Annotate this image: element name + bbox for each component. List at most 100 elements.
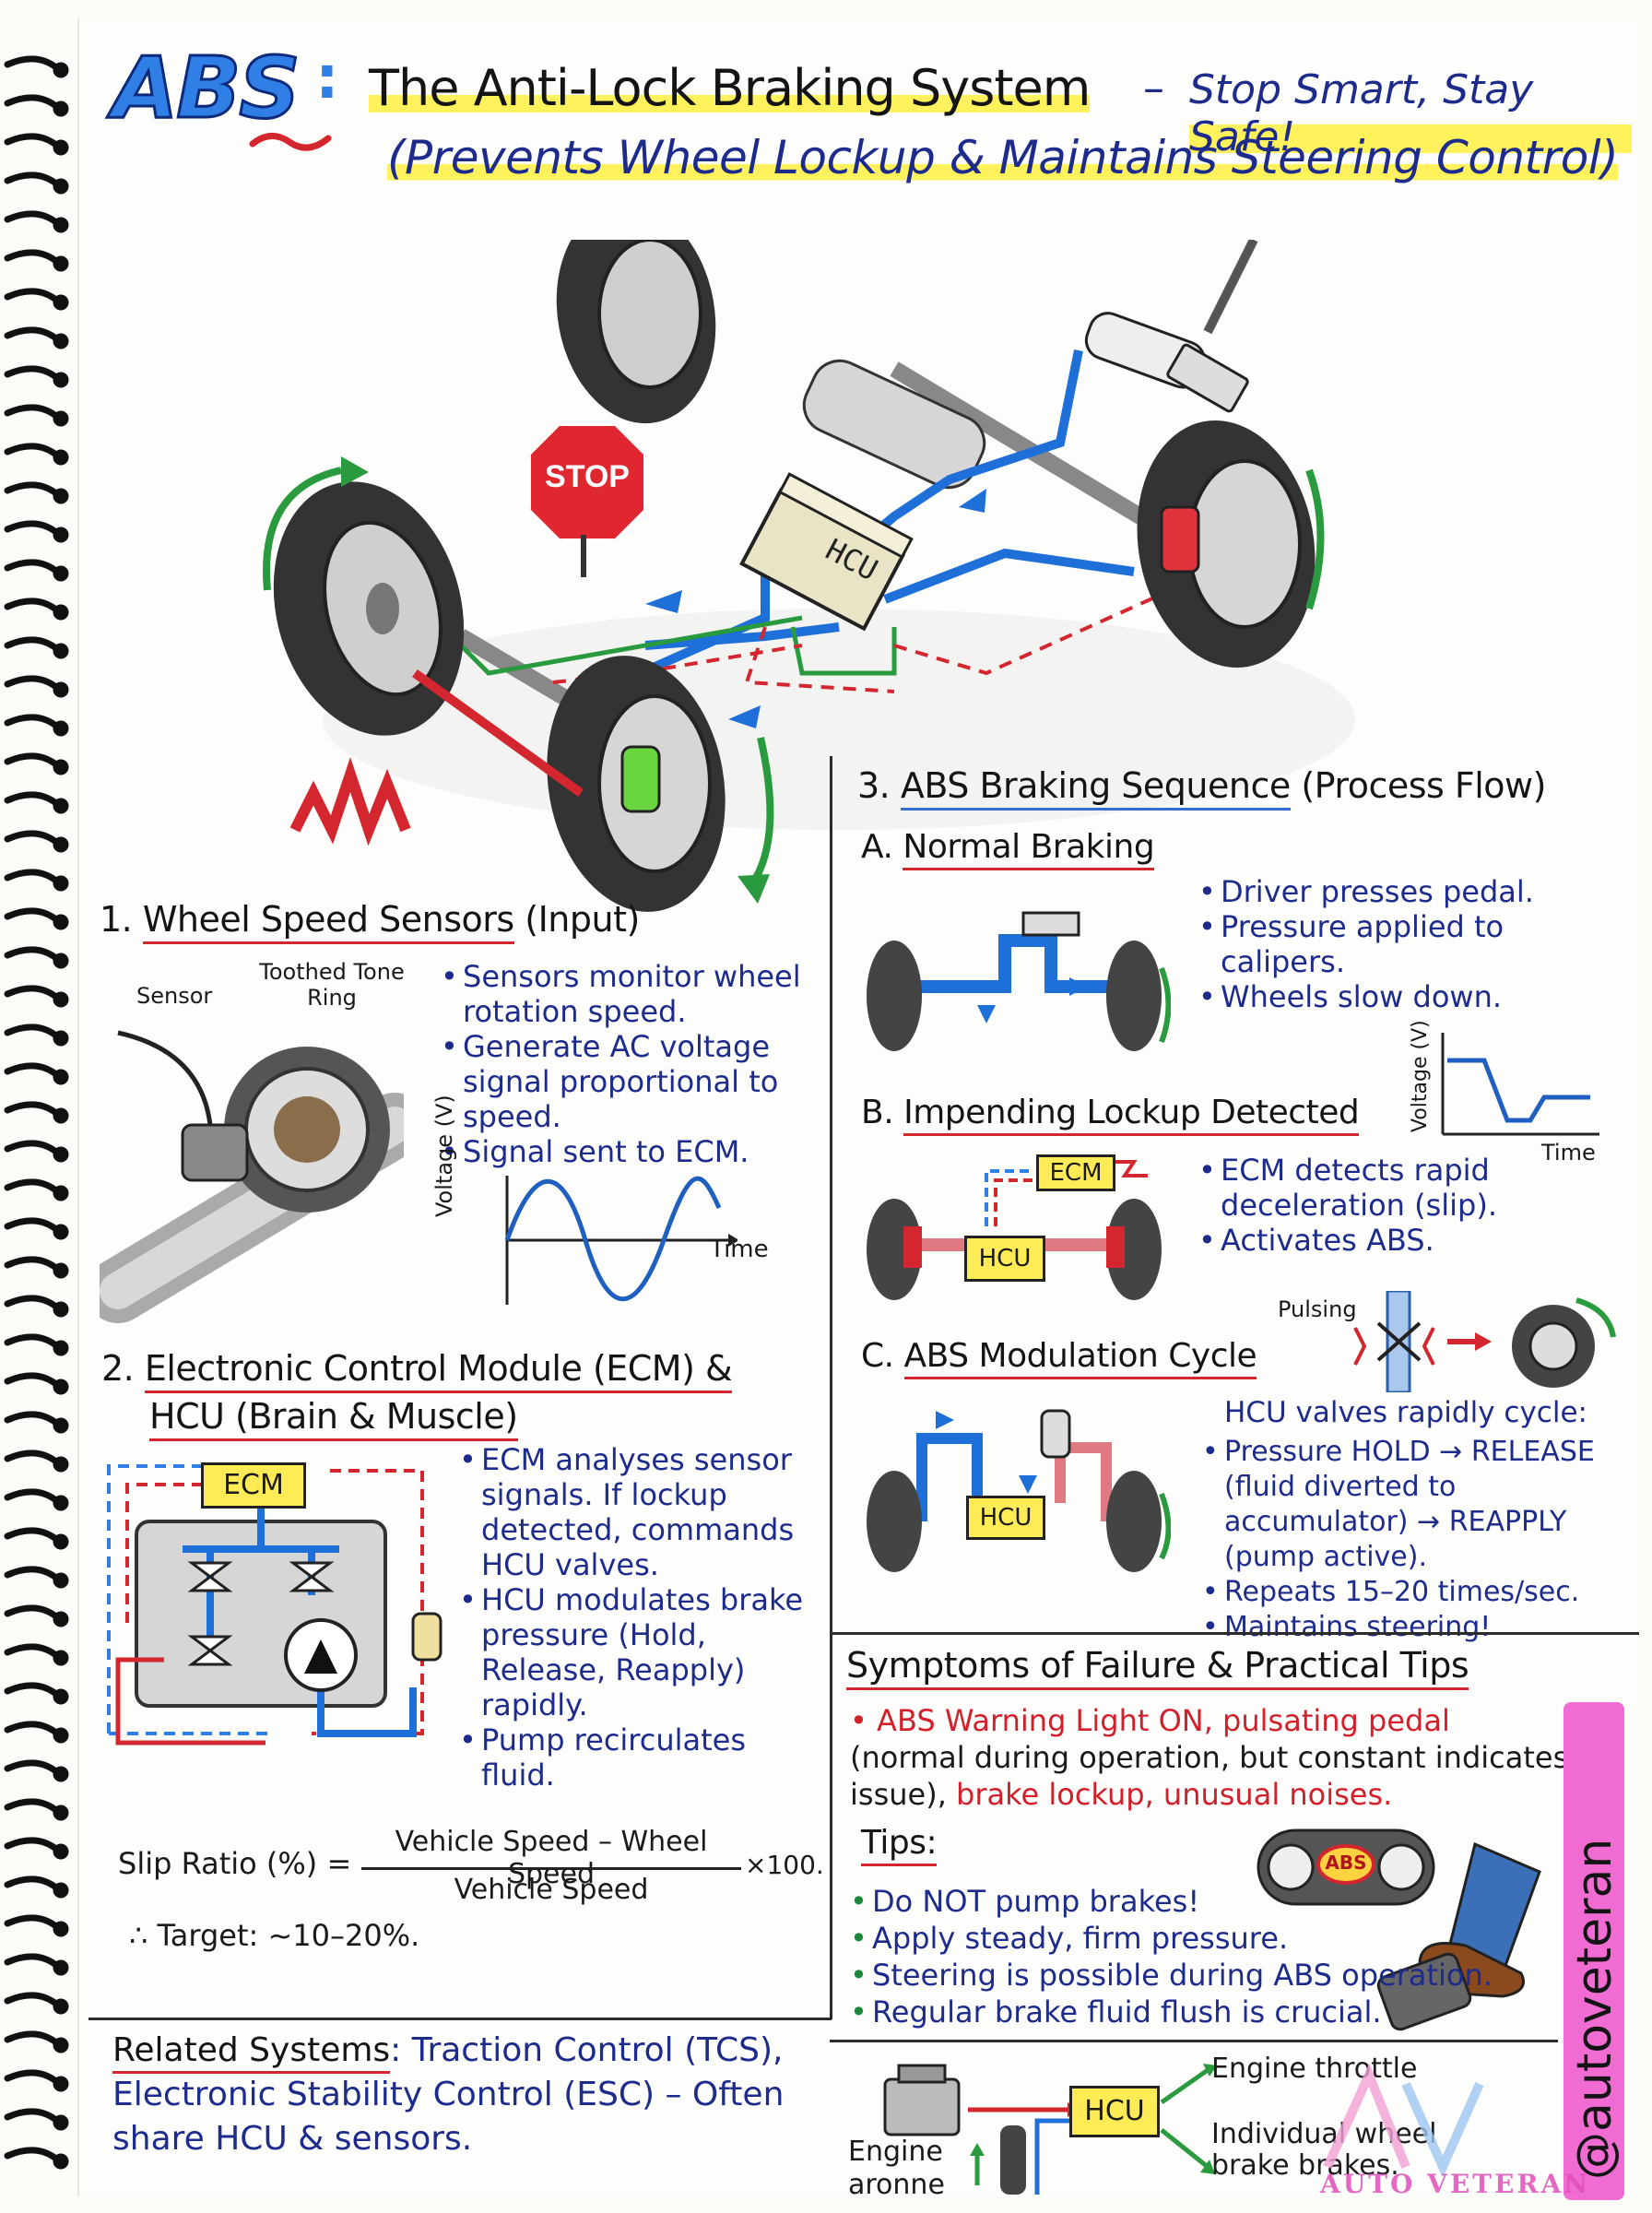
spiral-hole: [53, 798, 69, 814]
symptom-note: (normal during operation, but constant i…: [850, 1740, 1569, 1812]
bottom-divider-right: [830, 2040, 1558, 2042]
spiral-ring: [4, 1101, 61, 1118]
section2-bullet-3: Pump recirculates fluid.: [459, 1722, 828, 1793]
spiral-ring: [4, 443, 61, 459]
spiral-hole: [53, 875, 69, 892]
symptoms-divider-top: [830, 1632, 1639, 1635]
spiral-ring: [4, 752, 61, 769]
tip-2: Apply steady, firm pressure.: [850, 1920, 1551, 1957]
spiral-hole: [53, 372, 69, 388]
spiral-hole: [53, 914, 69, 930]
spiral-ring: [4, 714, 61, 730]
formula-denominator: Vehicle Speed: [454, 1874, 649, 1906]
related-line1: : Traction Control (TCS),: [390, 2031, 784, 2069]
spiral-hole: [53, 410, 69, 427]
spiral-hole: [53, 255, 69, 272]
related-line2: Electronic Stability Control (ESC) – Oft…: [112, 2076, 785, 2113]
spiral-hole: [53, 565, 69, 582]
spiral-hole: [53, 1533, 69, 1550]
step-a-bullet-3: Wheels slow down.: [1198, 979, 1586, 1014]
sensor-graph-ylabel: Voltage (V): [431, 1095, 457, 1217]
pulsing-valve-illustration: [1353, 1291, 1616, 1392]
tips-title-text: Tips:: [861, 1824, 938, 1866]
step-b-hcu-box: HCU: [964, 1236, 1045, 1282]
spiral-ring: [4, 675, 61, 692]
step-b-label: B.: [861, 1094, 894, 1131]
spiral-hole: [53, 1766, 69, 1782]
hcu-block: [739, 472, 914, 632]
spiral-ring: [4, 1566, 61, 1582]
step-c-bullet-1: Pressure HOLD → RELEASE (fluid diverted …: [1202, 1435, 1643, 1575]
bottom-hcu-box: HCU: [1069, 2086, 1160, 2137]
spiral-ring: [4, 1527, 61, 1544]
spiral-ring: [4, 1372, 61, 1389]
step-b-title: B. Impending Lockup Detected: [861, 1094, 1360, 1136]
spiral-ring: [4, 520, 61, 537]
section2-title: 2. Electronic Control Module (ECM) & HCU…: [101, 1344, 733, 1441]
step-a-bullet-1: Driver presses pedal.: [1198, 874, 1586, 909]
step-b-bullet-2: Activates ABS.: [1198, 1223, 1586, 1258]
step-c-bullet-3: Maintains steering!: [1202, 1610, 1643, 1645]
spiral-hole: [53, 1611, 69, 1627]
spiral-ring: [4, 559, 61, 575]
step-a-bullets: Driver presses pedal. Pressure applied t…: [1198, 874, 1586, 1014]
step-b-title-text: Impending Lockup Detected: [903, 1094, 1360, 1136]
pulsing-label: Pulsing: [1278, 1296, 1357, 1322]
section3-number: 3.: [857, 765, 891, 806]
section3-title-suffix: (Process Flow): [1301, 765, 1546, 806]
section1-bullets: Sensors monitor wheel rotation speed. Ge…: [441, 959, 828, 1169]
spiral-hole: [53, 1146, 69, 1163]
spiral-ring: [4, 636, 61, 653]
spiral-ring: [4, 55, 61, 72]
spiral-hole: [53, 1185, 69, 1201]
spiral-ring: [4, 1914, 61, 1931]
symptom-pulsating-pedal: pulsating pedal: [1222, 1703, 1450, 1738]
stop-sign-post: [581, 535, 586, 577]
wheel-rear-right: [556, 240, 716, 424]
lockup-graph-ylabel: Voltage (V): [1409, 1020, 1432, 1132]
spiral-ring: [4, 946, 61, 963]
step-b-bullets: ECM detects rapid deceleration (slip). A…: [1198, 1153, 1586, 1258]
section1-title: 1. Wheel Speed Sensors (Input): [100, 899, 640, 944]
spiral-ring: [4, 1140, 61, 1156]
spiral-hole: [53, 101, 69, 117]
spiral-ring: [4, 1721, 61, 1737]
column-divider: [830, 756, 832, 2019]
bottom-divider-left: [88, 2018, 832, 2020]
spiral-ring: [4, 1488, 61, 1505]
spiral-ring: [4, 1604, 61, 1621]
wheel-front-left: [547, 656, 726, 912]
spiral-hole: [53, 1921, 69, 1937]
spiral-ring: [4, 1876, 61, 1892]
page-subtitle: (Prevents Wheel Lockup & Maintains Steer…: [387, 131, 1619, 184]
wheel-front-right: [1137, 420, 1316, 668]
step-c-bullets: Pressure HOLD → RELEASE (fluid diverted …: [1202, 1435, 1643, 1645]
spiral-ring: [4, 1992, 61, 2008]
spiral-ring: [4, 830, 61, 846]
spiral-ring: [4, 2147, 61, 2163]
spiral-ring: [4, 985, 61, 1001]
spiral-ring: [4, 1295, 61, 1311]
title-dash: –: [1143, 63, 1164, 112]
formula-lhs: Slip Ratio (%) =: [118, 1846, 352, 1881]
spiral-ring: [4, 288, 61, 304]
step-a-title-text: Normal Braking: [903, 828, 1155, 870]
spiral-hole: [53, 1998, 69, 2015]
section2-title-line1: Electronic Control Module (ECM) &: [144, 1348, 733, 1393]
spiral-hole: [53, 62, 69, 78]
section1-bullet-2: Generate AC voltage signal proportional …: [441, 1029, 828, 1134]
section2-number: 2.: [101, 1348, 135, 1389]
section3-title: 3. ABS Braking Sequence (Process Flow): [857, 765, 1546, 811]
spiral-hole: [53, 1417, 69, 1434]
formula-numerator: Vehicle Speed – Wheel Speed: [395, 1826, 708, 1890]
spiral-ring: [4, 2108, 61, 2124]
spiral-hole: [53, 139, 69, 156]
spiral-hole: [53, 1882, 69, 1899]
formula-multiplier: ×100.: [745, 1850, 824, 1880]
lockup-voltage-graph: [1441, 1033, 1599, 1136]
spiral-hole: [53, 1030, 69, 1047]
spiral-hole: [53, 1340, 69, 1356]
header: ABS : The Anti-Lock Braking System – Sto…: [101, 35, 1632, 201]
tip-4: Regular brake fluid flush is crucial.: [850, 1994, 1551, 2030]
section2-title-line2: HCU (Brain & Muscle): [149, 1396, 518, 1441]
